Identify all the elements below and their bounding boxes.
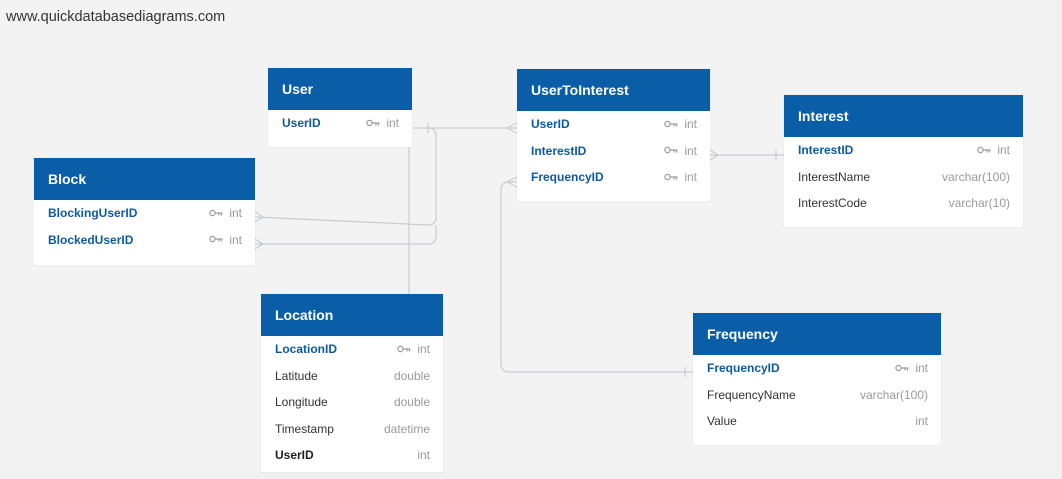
table-frequency-header[interactable]: Frequency: [693, 313, 941, 355]
field-row[interactable]: LocationID int: [261, 336, 443, 363]
field-name: InterestID: [798, 143, 854, 157]
table-block[interactable]: Block BlockingUserID int BlockedUserID i…: [34, 158, 255, 265]
rel-crow-foot-frequencyid: [505, 176, 518, 188]
field-name: BlockingUserID: [48, 206, 138, 220]
rel-usertointerest-frequency: [500, 181, 693, 373]
field-row[interactable]: FrequencyID int: [693, 355, 941, 382]
key-icon: [895, 364, 909, 372]
key-icon: [397, 345, 411, 353]
field-name: Value: [707, 414, 737, 428]
field-name: InterestCode: [798, 196, 867, 210]
rel-blocked-user: [255, 225, 437, 245]
rel-crow-foot-usertointerest-userid: [505, 122, 518, 134]
field-row[interactable]: InterestID int: [517, 138, 710, 165]
key-icon: [977, 146, 991, 154]
field-type: int: [397, 336, 430, 363]
field-row[interactable]: InterestName varchar(100): [784, 164, 1023, 191]
field-type: varchar(100): [941, 169, 1010, 184]
table-block-header[interactable]: Block: [34, 158, 255, 200]
table-user[interactable]: User UserID int: [268, 68, 412, 147]
field-row[interactable]: BlockedUserID int: [34, 227, 255, 254]
field-row[interactable]: FrequencyID int: [517, 164, 710, 191]
field-type: int: [977, 137, 1010, 164]
table-usertointerest-header[interactable]: UserToInterest: [517, 69, 710, 111]
field-row[interactable]: Longitude double: [261, 389, 443, 416]
field-row[interactable]: InterestCode varchar(10): [784, 190, 1023, 217]
key-icon: [209, 236, 223, 243]
field-row[interactable]: UserID int: [268, 110, 412, 137]
field-row[interactable]: Timestamp datetime: [261, 416, 443, 443]
table-user-header[interactable]: User: [268, 68, 412, 110]
field-name: UserID: [275, 448, 314, 462]
field-type: varchar(100): [859, 387, 928, 402]
field-row[interactable]: Latitude double: [261, 363, 443, 390]
field-name: UserID: [531, 117, 570, 131]
field-type: datetime: [383, 421, 430, 436]
rel-blocking-user: [254, 127, 437, 226]
field-name: Longitude: [275, 395, 328, 409]
field-row[interactable]: FrequencyName varchar(100): [693, 382, 941, 409]
field-type: int: [209, 200, 242, 227]
field-type: int: [664, 111, 697, 138]
field-name: InterestName: [798, 169, 871, 184]
rel-crow-foot-interestid: [709, 149, 720, 161]
key-icon: [366, 119, 380, 127]
key-icon: [664, 147, 678, 154]
table-frequency[interactable]: Frequency FrequencyID int FrequencyName …: [693, 313, 941, 445]
field-name: LocationID: [275, 342, 337, 356]
field-row[interactable]: InterestID int: [784, 137, 1023, 164]
field-name: InterestID: [531, 143, 587, 158]
key-icon: [664, 120, 678, 128]
field-type: varchar(10): [948, 196, 1010, 210]
field-row[interactable]: Value int: [693, 408, 941, 435]
table-location[interactable]: Location LocationID int Latitude double …: [261, 294, 443, 472]
key-icon: [664, 173, 678, 181]
field-name: UserID: [282, 116, 321, 130]
field-name: FrequencyID: [531, 170, 604, 184]
field-type: double: [393, 395, 430, 409]
field-row[interactable]: UserID int: [517, 111, 710, 138]
watermark-text: www.quickdatabasediagrams.com: [6, 9, 226, 25]
field-row[interactable]: BlockingUserID int: [34, 200, 255, 227]
field-name: BlockedUserID: [48, 232, 134, 247]
field-row[interactable]: UserID int: [261, 442, 443, 469]
field-name: Timestamp: [275, 421, 334, 436]
table-interest-header[interactable]: Interest: [784, 95, 1023, 137]
field-name: Latitude: [275, 368, 318, 383]
field-type: int: [664, 138, 697, 165]
table-usertointerest[interactable]: UserToInterest UserID int InterestID int…: [517, 69, 710, 201]
rel-crow-foot-blockeduserid: [254, 238, 265, 250]
field-type: int: [915, 414, 928, 428]
field-name: FrequencyName: [707, 387, 796, 402]
field-type: double: [393, 368, 430, 383]
field-type: int: [417, 448, 430, 462]
table-interest[interactable]: Interest InterestID int InterestName var…: [784, 95, 1023, 227]
table-location-header[interactable]: Location: [261, 294, 443, 336]
rel-crow-foot-blockinguserid: [254, 211, 265, 223]
field-name: FrequencyID: [707, 361, 780, 375]
field-type: int: [664, 164, 697, 191]
key-icon: [209, 209, 223, 217]
field-type: int: [209, 227, 242, 254]
field-type: int: [366, 110, 399, 137]
field-type: int: [895, 355, 928, 382]
